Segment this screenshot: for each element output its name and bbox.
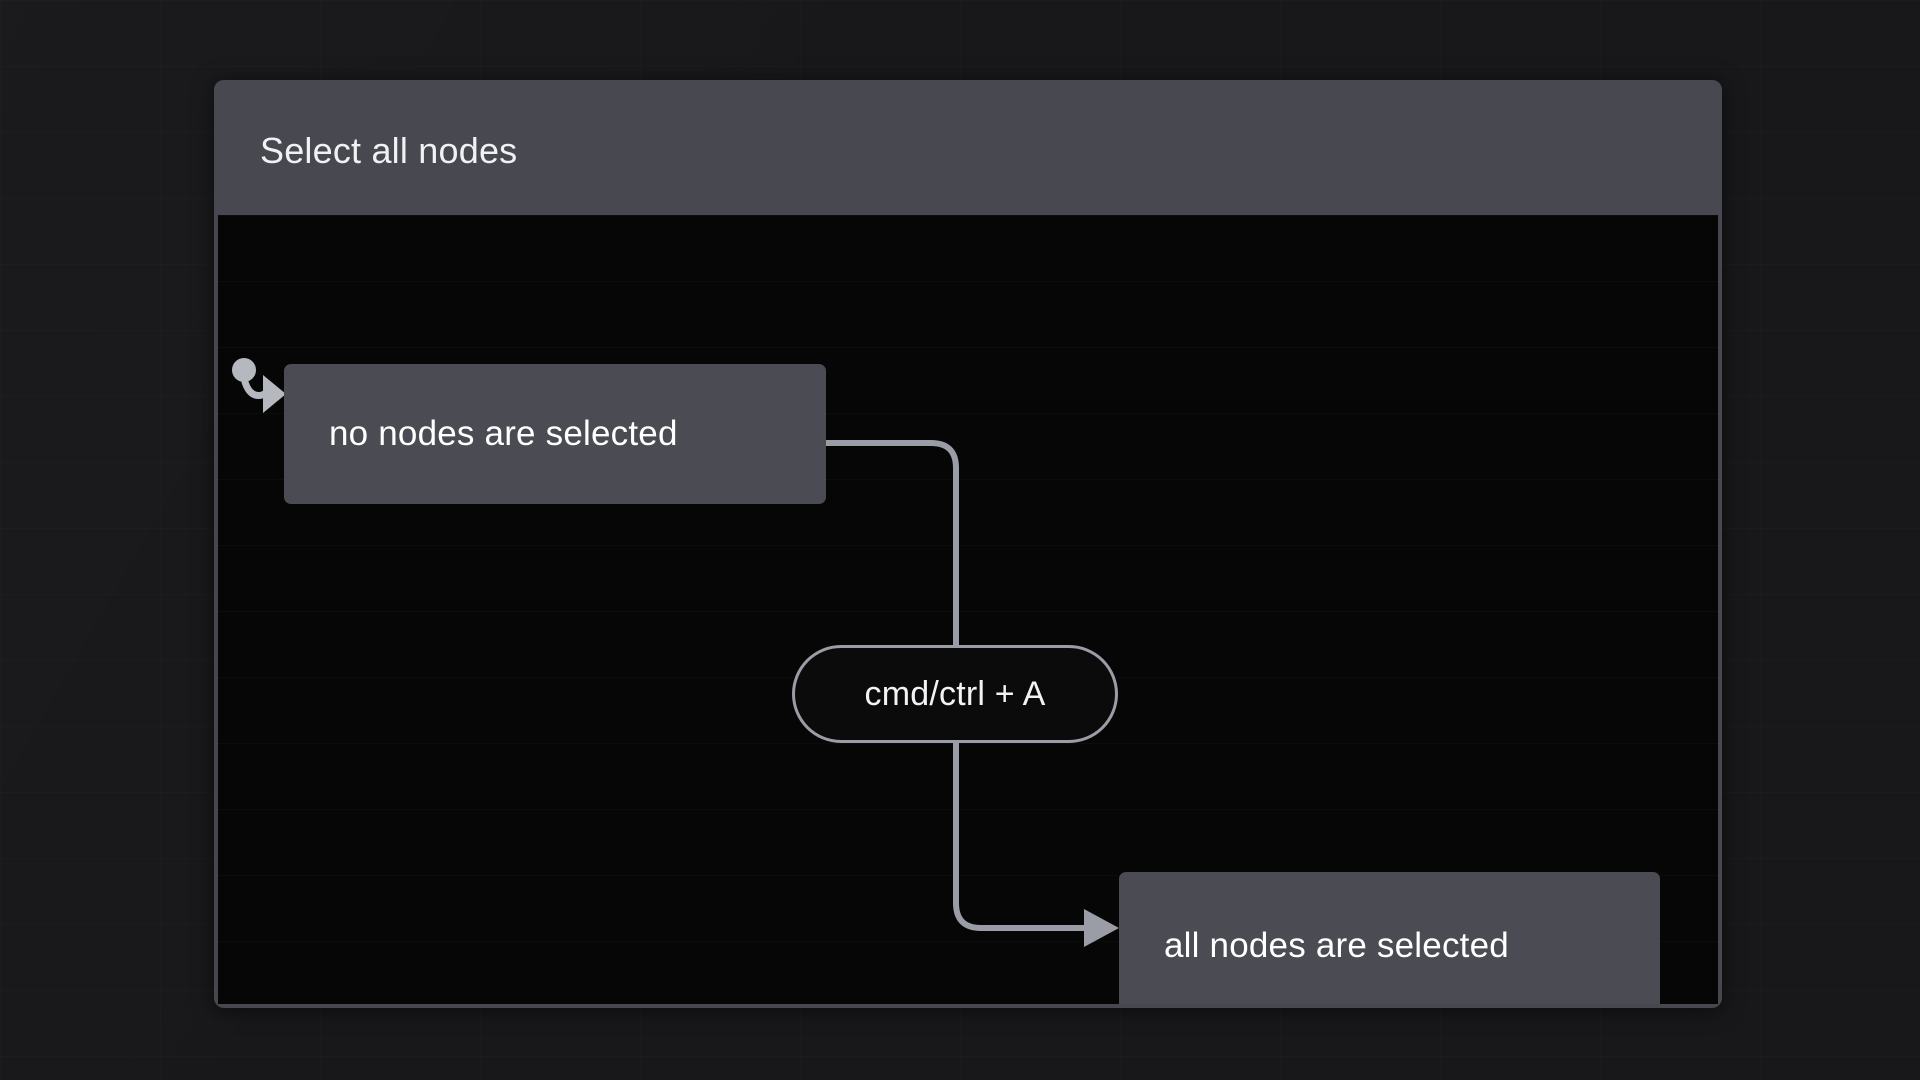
diagram-panel: Select all nodes no nodes are selected c… [214,80,1722,1008]
panel-header: Select all nodes [214,80,1722,215]
page-title: Select all nodes [260,130,518,171]
initial-state-dot [232,358,256,382]
transition-label-pill[interactable]: cmd/ctrl + A [792,645,1118,743]
state-node-selected[interactable]: all nodes are selected [1119,872,1660,1004]
initial-state-stem [241,378,270,399]
state-node-idle[interactable]: no nodes are selected [284,364,826,504]
initial-state-arrowhead [263,375,286,413]
state-node-label: no nodes are selected [329,414,678,453]
transition-label-text: cmd/ctrl + A [864,674,1046,713]
diagram-canvas[interactable]: no nodes are selected cmd/ctrl + A all n… [218,215,1718,1004]
state-node-label: all nodes are selected [1164,926,1509,965]
transition-edge-arrowhead [1084,909,1119,947]
